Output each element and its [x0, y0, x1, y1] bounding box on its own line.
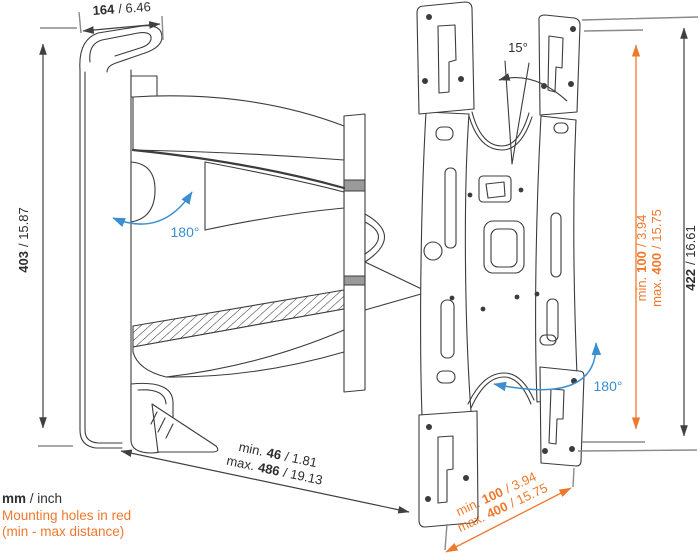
latch	[478, 175, 512, 203]
corner-pad-top-left	[416, 1, 475, 115]
swivel-plate-label: 180°	[594, 378, 623, 394]
plate-hook-outer	[79, 25, 163, 73]
center-panel	[449, 175, 540, 312]
legend: mm / inch Mounting holes in red (min - m…	[2, 491, 131, 539]
wall-bracket-side-view	[79, 25, 429, 454]
legend-note-1: Mounting holes in red	[2, 508, 131, 523]
legend-units: mm / inch	[2, 491, 62, 506]
vesa-vertical-min-label: min.100/ 3.94	[634, 215, 649, 302]
vesa-rail-right	[535, 115, 579, 403]
vesa-vertical-max-label: max.400/ 15.75	[649, 209, 664, 307]
hinge-pin-upper	[343, 179, 366, 192]
center-hole-inner	[490, 228, 518, 268]
hinge-pin-lower	[343, 275, 366, 286]
dimension-arm-depth: min.46/ 1.81 max.486/ 19.13	[120, 439, 410, 514]
legend-note-2: (min - max distance)	[2, 524, 124, 539]
annotation-tilt: 15°	[498, 40, 568, 165]
arm-upper-blade	[131, 95, 346, 231]
center-hole-outer	[483, 220, 525, 274]
swivel-knob	[423, 241, 443, 261]
annotation-swivel-plate: 180°	[493, 342, 623, 394]
tilt-angle-label: 15°	[508, 40, 528, 55]
arm-lower-blade	[132, 289, 345, 378]
top-saddle	[468, 115, 533, 151]
vesa-rail-left	[420, 111, 472, 417]
arm-tilt-joint	[364, 213, 429, 311]
dimension-width: 164/ 6.46	[78, 0, 164, 41]
arm-hinge-bar	[343, 113, 366, 393]
plate-hook-inner	[89, 32, 152, 63]
dimension-vesa-vertical: min.100/ 3.94 max.400/ 15.75	[582, 29, 664, 443]
dimension-bracket-height: 422/ 16.61	[577, 16, 699, 452]
dimension-plate-height: 403/ 15.87	[16, 27, 77, 447]
plate-step	[130, 75, 158, 98]
rail-slots	[435, 122, 569, 384]
dimension-plate-height-label: 403/ 15.87	[16, 207, 31, 272]
arm-depth-min-label: min.46/ 1.81	[237, 439, 318, 470]
corner-pad-top-right	[538, 14, 581, 116]
plate-knuckle	[130, 161, 156, 223]
bracket-foot	[130, 382, 219, 454]
dimension-width-label: 164/ 6.46	[92, 0, 151, 18]
swivel-arm-label: 180°	[171, 224, 200, 240]
annotation-swivel-arm: 180°	[112, 191, 200, 240]
dimension-bracket-height-label: 422/ 16.61	[683, 225, 698, 290]
vesa-plate	[416, 1, 585, 528]
